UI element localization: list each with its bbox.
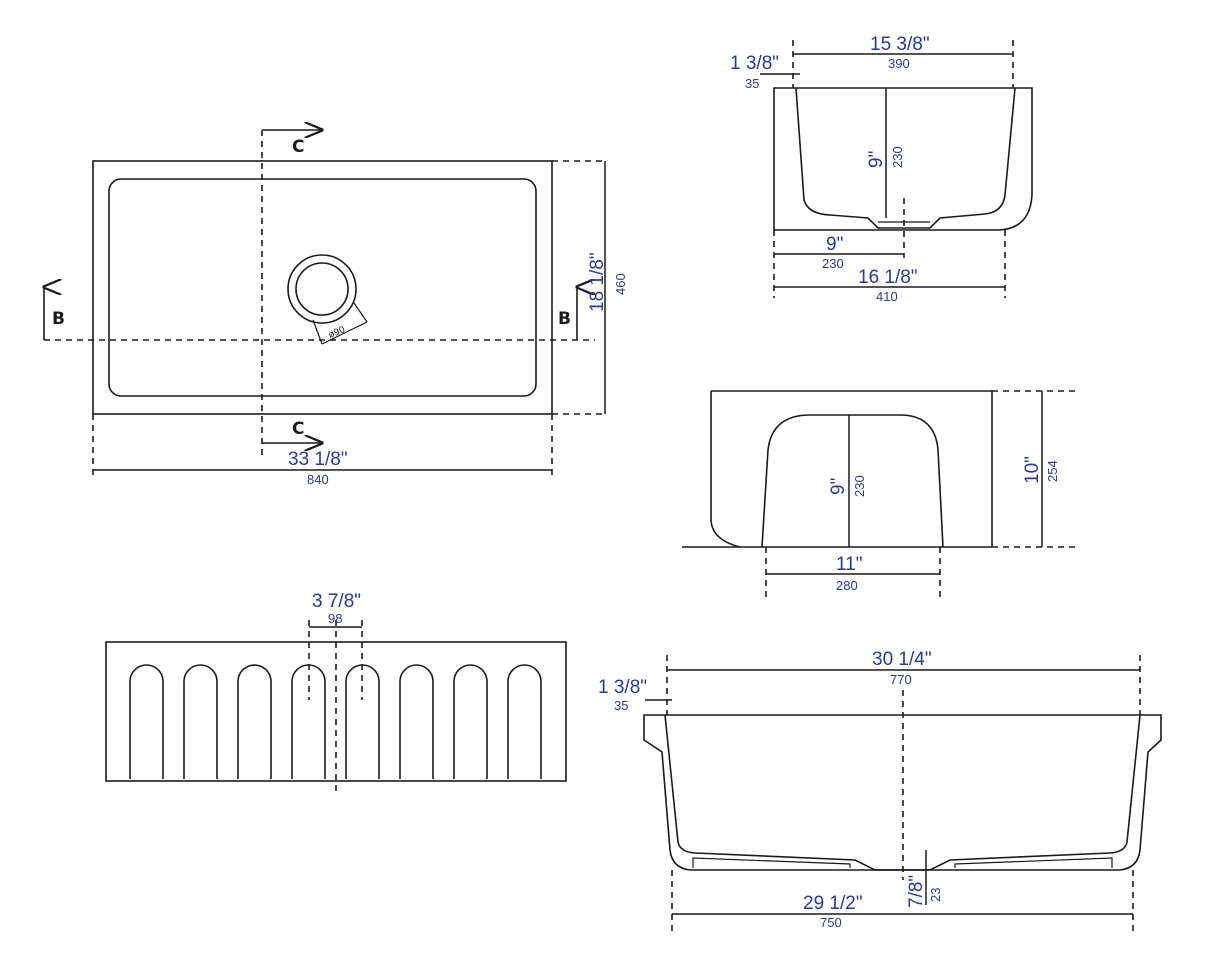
- drain-diameter-label: ø90: [327, 325, 347, 341]
- top-width-mm: 840: [307, 472, 329, 487]
- apron-flutes: [129, 664, 542, 779]
- b-base-width-mm: 750: [820, 915, 842, 930]
- sink-inner-bowl: [108, 178, 537, 397]
- c-drain-offset-in: 9": [826, 234, 843, 255]
- section-b-view: 30 1/4" 770 1 3/8" 35 7/8" 23 29 1/2" 75…: [598, 649, 1162, 935]
- side-height-mm: 254: [1045, 460, 1060, 482]
- section-c-bowl: [795, 87, 1016, 229]
- side-view: 9" 230 10" 254 11" 280: [682, 390, 1080, 600]
- apron-flute: [291, 664, 326, 779]
- c-rim-mm: 35: [745, 76, 759, 91]
- b-bottom-mm: 23: [928, 888, 943, 902]
- apron-flute: [507, 664, 542, 779]
- section-b-label-left: B: [52, 309, 65, 329]
- top-width-in: 33 1/8": [288, 449, 348, 470]
- drain-inner-ring: [295, 262, 349, 316]
- drain-outer-ring: [287, 254, 357, 324]
- b-base-width-in: 29 1/2": [803, 893, 863, 914]
- side-inner-depth-in: 9": [828, 478, 849, 495]
- top-view: ø90 C C B B 33 1/8" 840 18 1/8" 460: [44, 130, 628, 487]
- sink-outer-outline: [92, 160, 553, 415]
- side-opening-in: 11": [836, 554, 862, 575]
- c-depth-mm: 230: [890, 146, 905, 168]
- flute-spacing-mm: 98: [328, 611, 342, 626]
- top-depth-mm: 460: [613, 273, 628, 295]
- apron-flute: [453, 664, 488, 779]
- apron-flute: [129, 664, 164, 779]
- b-top-width-mm: 770: [890, 672, 912, 687]
- section-c-view: 1 3/8" 35 15 3/8" 390 9" 230 9" 230 16 1…: [730, 34, 1033, 304]
- section-c-outline: [773, 87, 1033, 231]
- c-overall-mm: 410: [876, 289, 898, 304]
- apron-flute: [345, 664, 380, 779]
- apron-flute: [183, 664, 218, 779]
- c-depth-in: 9": [866, 151, 887, 168]
- side-inner-bowl: [761, 414, 944, 548]
- side-height-in: 10": [1022, 456, 1043, 484]
- front-apron-view: 3 7/8" 98: [105, 591, 567, 796]
- section-b-outline: [643, 714, 1162, 871]
- b-rim-in: 1 3/8": [598, 677, 647, 698]
- section-b-label-right: B: [558, 309, 571, 329]
- b-rim-mm: 35: [614, 698, 628, 713]
- c-top-width-mm: 390: [888, 56, 910, 71]
- c-rim-in: 1 3/8": [730, 53, 779, 74]
- c-top-width-in: 15 3/8": [870, 34, 930, 55]
- side-opening-mm: 280: [836, 578, 858, 593]
- b-top-width-in: 30 1/4": [872, 649, 932, 670]
- apron-flute: [237, 664, 272, 779]
- c-overall-in: 16 1/8": [858, 267, 918, 288]
- top-depth-in: 18 1/8": [587, 252, 608, 312]
- b-bottom-in: 7/8": [906, 875, 927, 908]
- apron-flute: [399, 664, 434, 779]
- side-inner-depth-mm: 230: [852, 475, 867, 497]
- c-drain-offset-mm: 230: [822, 256, 844, 271]
- section-c-label-top: C: [292, 137, 304, 157]
- flute-spacing-in: 3 7/8": [312, 591, 361, 612]
- section-c-label-bottom: C: [292, 419, 304, 439]
